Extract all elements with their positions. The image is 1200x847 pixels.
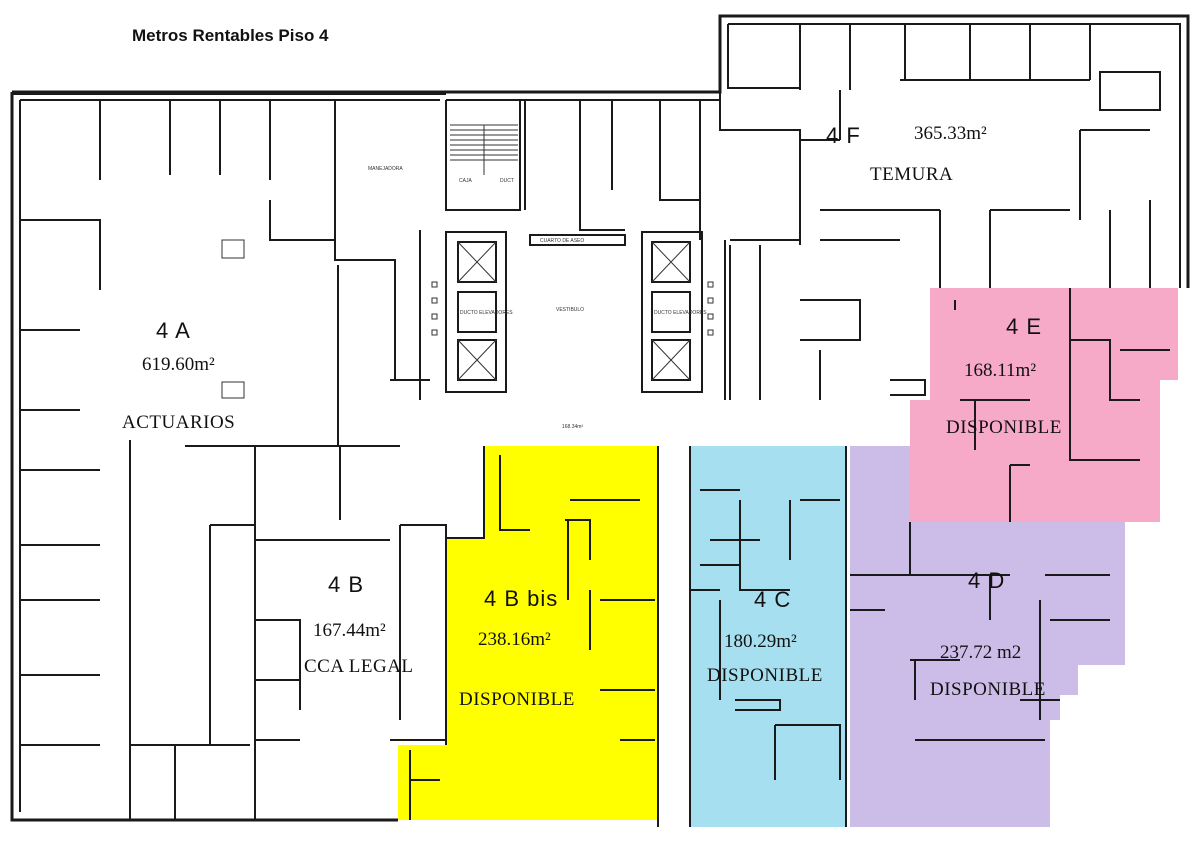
walls-4d	[850, 522, 1110, 741]
unit-4e-area: 168.11m²	[964, 360, 1036, 381]
label-ducto-elevadores-left: DUCTO ELEVADORES	[460, 310, 513, 316]
label-manejadora: MANEJADORA	[368, 166, 403, 172]
unit-4b-area: 167.44m²	[313, 620, 386, 641]
unit-4f-tenant: TEMURA	[870, 164, 953, 185]
unit-4a-tenant: ACTUARIOS	[122, 412, 235, 433]
unit-4b-name: 4 B	[328, 572, 364, 597]
label-ducto-elevadores-right: DUCTO ELEVADORES	[654, 310, 707, 316]
walls-4bbis	[409, 446, 655, 820]
walls-4b	[209, 446, 447, 820]
building-core	[419, 100, 726, 400]
walls-4a	[20, 100, 430, 820]
label-cuarto-aseo: CUARTO DE ASEO	[540, 238, 584, 244]
unit-4f-area: 365.33m²	[914, 123, 987, 144]
unit-4a-area: 619.60m²	[142, 354, 215, 375]
unit-4e-tenant: DISPONIBLE	[946, 417, 1062, 438]
unit-4d-tenant: DISPONIBLE	[930, 679, 1046, 700]
unit-4e-name: 4 E	[1006, 314, 1042, 339]
zone-4b-bis[interactable]	[398, 446, 658, 820]
walls-4f	[719, 24, 1161, 400]
unit-4f-name: 4 F	[826, 123, 861, 148]
plan-title: Metros Rentables Piso 4	[132, 26, 329, 45]
unit-4bbis-area: 238.16m²	[478, 629, 551, 650]
unit-4c-tenant: DISPONIBLE	[707, 665, 823, 686]
unit-4c-area: 180.29m²	[724, 631, 797, 652]
label-ducto: DUCT	[500, 178, 514, 184]
zone-4c[interactable]	[690, 446, 846, 827]
walls-4e	[954, 288, 1170, 522]
unit-4b-tenant: CCA LEGAL	[304, 656, 414, 677]
label-vestibulo: VESTIBULO	[556, 307, 584, 313]
outer-walls	[10, 14, 1190, 827]
unit-4d-name: 4 D	[968, 568, 1005, 593]
label-hall-area: 168.34m²	[562, 424, 583, 430]
unit-4bbis-name: 4 B bis	[484, 586, 558, 611]
unit-4a-name: 4 A	[156, 318, 191, 343]
unit-4d-area: 237.72 m2	[940, 642, 1021, 663]
unit-4bbis-tenant: DISPONIBLE	[459, 689, 575, 710]
label-caja: CAJA	[459, 178, 472, 184]
zone-4e[interactable]	[910, 288, 1178, 522]
walls-4c	[690, 489, 841, 780]
zone-4d[interactable]	[850, 446, 1125, 827]
unit-4c-name: 4 C	[754, 587, 791, 612]
